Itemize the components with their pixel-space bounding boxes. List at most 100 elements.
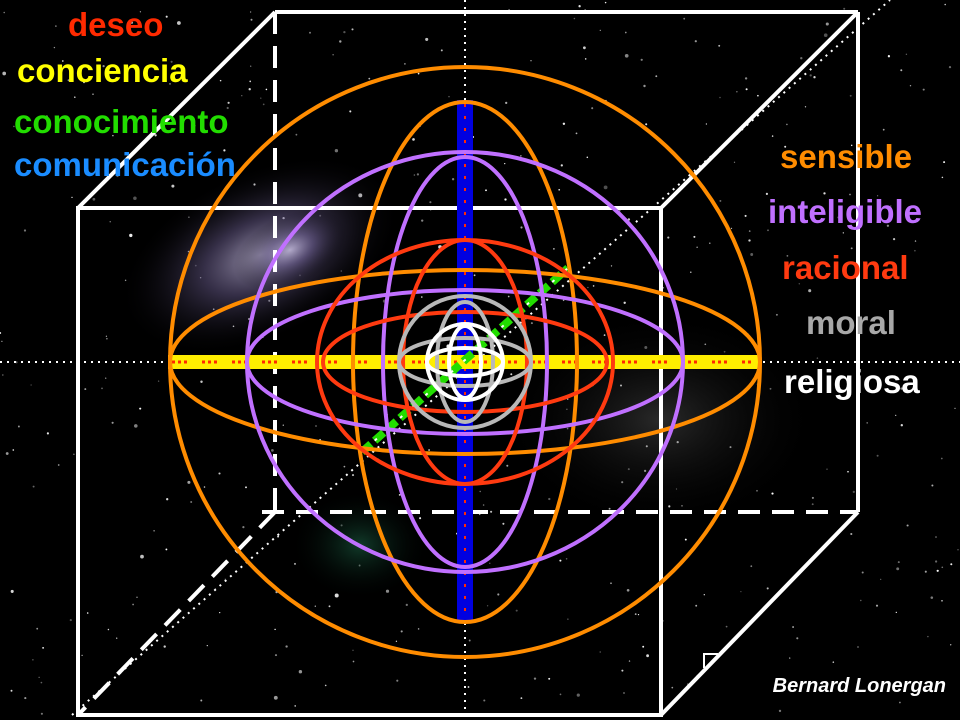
star: [895, 611, 897, 614]
star: [0, 332, 2, 334]
star: [417, 628, 420, 630]
star: [153, 529, 155, 532]
star: [821, 325, 824, 328]
star: [219, 611, 221, 614]
star: [567, 618, 569, 620]
star: [562, 299, 565, 302]
star: [165, 548, 168, 551]
star: [719, 96, 721, 99]
star: [486, 605, 489, 607]
star: [507, 295, 510, 298]
star: [440, 49, 443, 52]
star: [857, 646, 859, 648]
star: [690, 271, 692, 274]
star: [101, 387, 103, 390]
star: [784, 145, 787, 148]
star: [315, 425, 317, 427]
star: [941, 176, 944, 179]
star: [876, 195, 879, 197]
star: [719, 199, 722, 202]
star: [842, 232, 844, 234]
star: [849, 94, 852, 97]
star: [398, 494, 401, 496]
star: [948, 65, 952, 69]
star: [13, 125, 15, 128]
star: [900, 424, 903, 427]
star: [479, 490, 481, 493]
star: [334, 149, 339, 153]
star: [804, 106, 807, 108]
star: [273, 695, 278, 700]
star: [646, 654, 649, 658]
star: [223, 149, 226, 152]
sphere-religiosa: [425, 322, 505, 402]
star: [940, 457, 943, 460]
star: [421, 219, 424, 222]
sphere-moral: [397, 294, 533, 430]
star: [950, 644, 952, 646]
star: [38, 676, 40, 678]
star: [332, 54, 334, 56]
sphere-racional: [315, 238, 615, 486]
star: [46, 115, 48, 117]
label-comunicacion: comunicación: [14, 146, 236, 183]
star: [448, 95, 450, 98]
label-religiosa: religiosa: [784, 363, 920, 400]
star: [73, 453, 75, 456]
star: [46, 432, 49, 435]
star: [876, 454, 879, 457]
star: [53, 46, 56, 49]
star: [587, 286, 589, 289]
star: [624, 31, 627, 34]
star: [71, 196, 73, 199]
galaxy-nebula-core: [233, 209, 347, 291]
star: [667, 236, 670, 239]
star: [684, 538, 687, 541]
star: [404, 63, 406, 65]
star: [900, 387, 903, 390]
star: [604, 1, 607, 4]
star: [899, 701, 901, 704]
star: [32, 659, 34, 661]
star: [106, 337, 108, 340]
star: [86, 612, 89, 614]
star: [510, 373, 513, 376]
star: [190, 501, 193, 503]
star: [451, 178, 455, 181]
star: [1, 374, 4, 376]
star: [136, 596, 138, 598]
star: [294, 705, 296, 707]
star: [74, 96, 76, 98]
star: [40, 681, 43, 684]
star: [775, 313, 778, 316]
star: [882, 128, 885, 131]
star: [349, 110, 352, 113]
star: [843, 7, 846, 10]
star: [866, 422, 869, 424]
star: [850, 144, 853, 147]
star: [170, 60, 173, 63]
star: [343, 30, 346, 34]
star: [816, 357, 819, 359]
star: [165, 15, 168, 18]
star: [2, 71, 7, 76]
star: [3, 11, 5, 14]
star: [861, 571, 864, 574]
star: [328, 605, 331, 608]
star: [823, 33, 828, 37]
star: [934, 560, 938, 563]
star: [591, 107, 594, 110]
star: [107, 628, 110, 631]
star: [847, 470, 849, 473]
star: [83, 81, 85, 84]
star: [395, 640, 398, 642]
star: [757, 94, 759, 97]
star: [886, 224, 890, 227]
star: [610, 265, 613, 267]
star: [157, 380, 160, 382]
star: [177, 21, 181, 25]
star: [400, 630, 403, 633]
star: [520, 226, 523, 229]
star: [786, 123, 788, 126]
star: [694, 40, 697, 43]
